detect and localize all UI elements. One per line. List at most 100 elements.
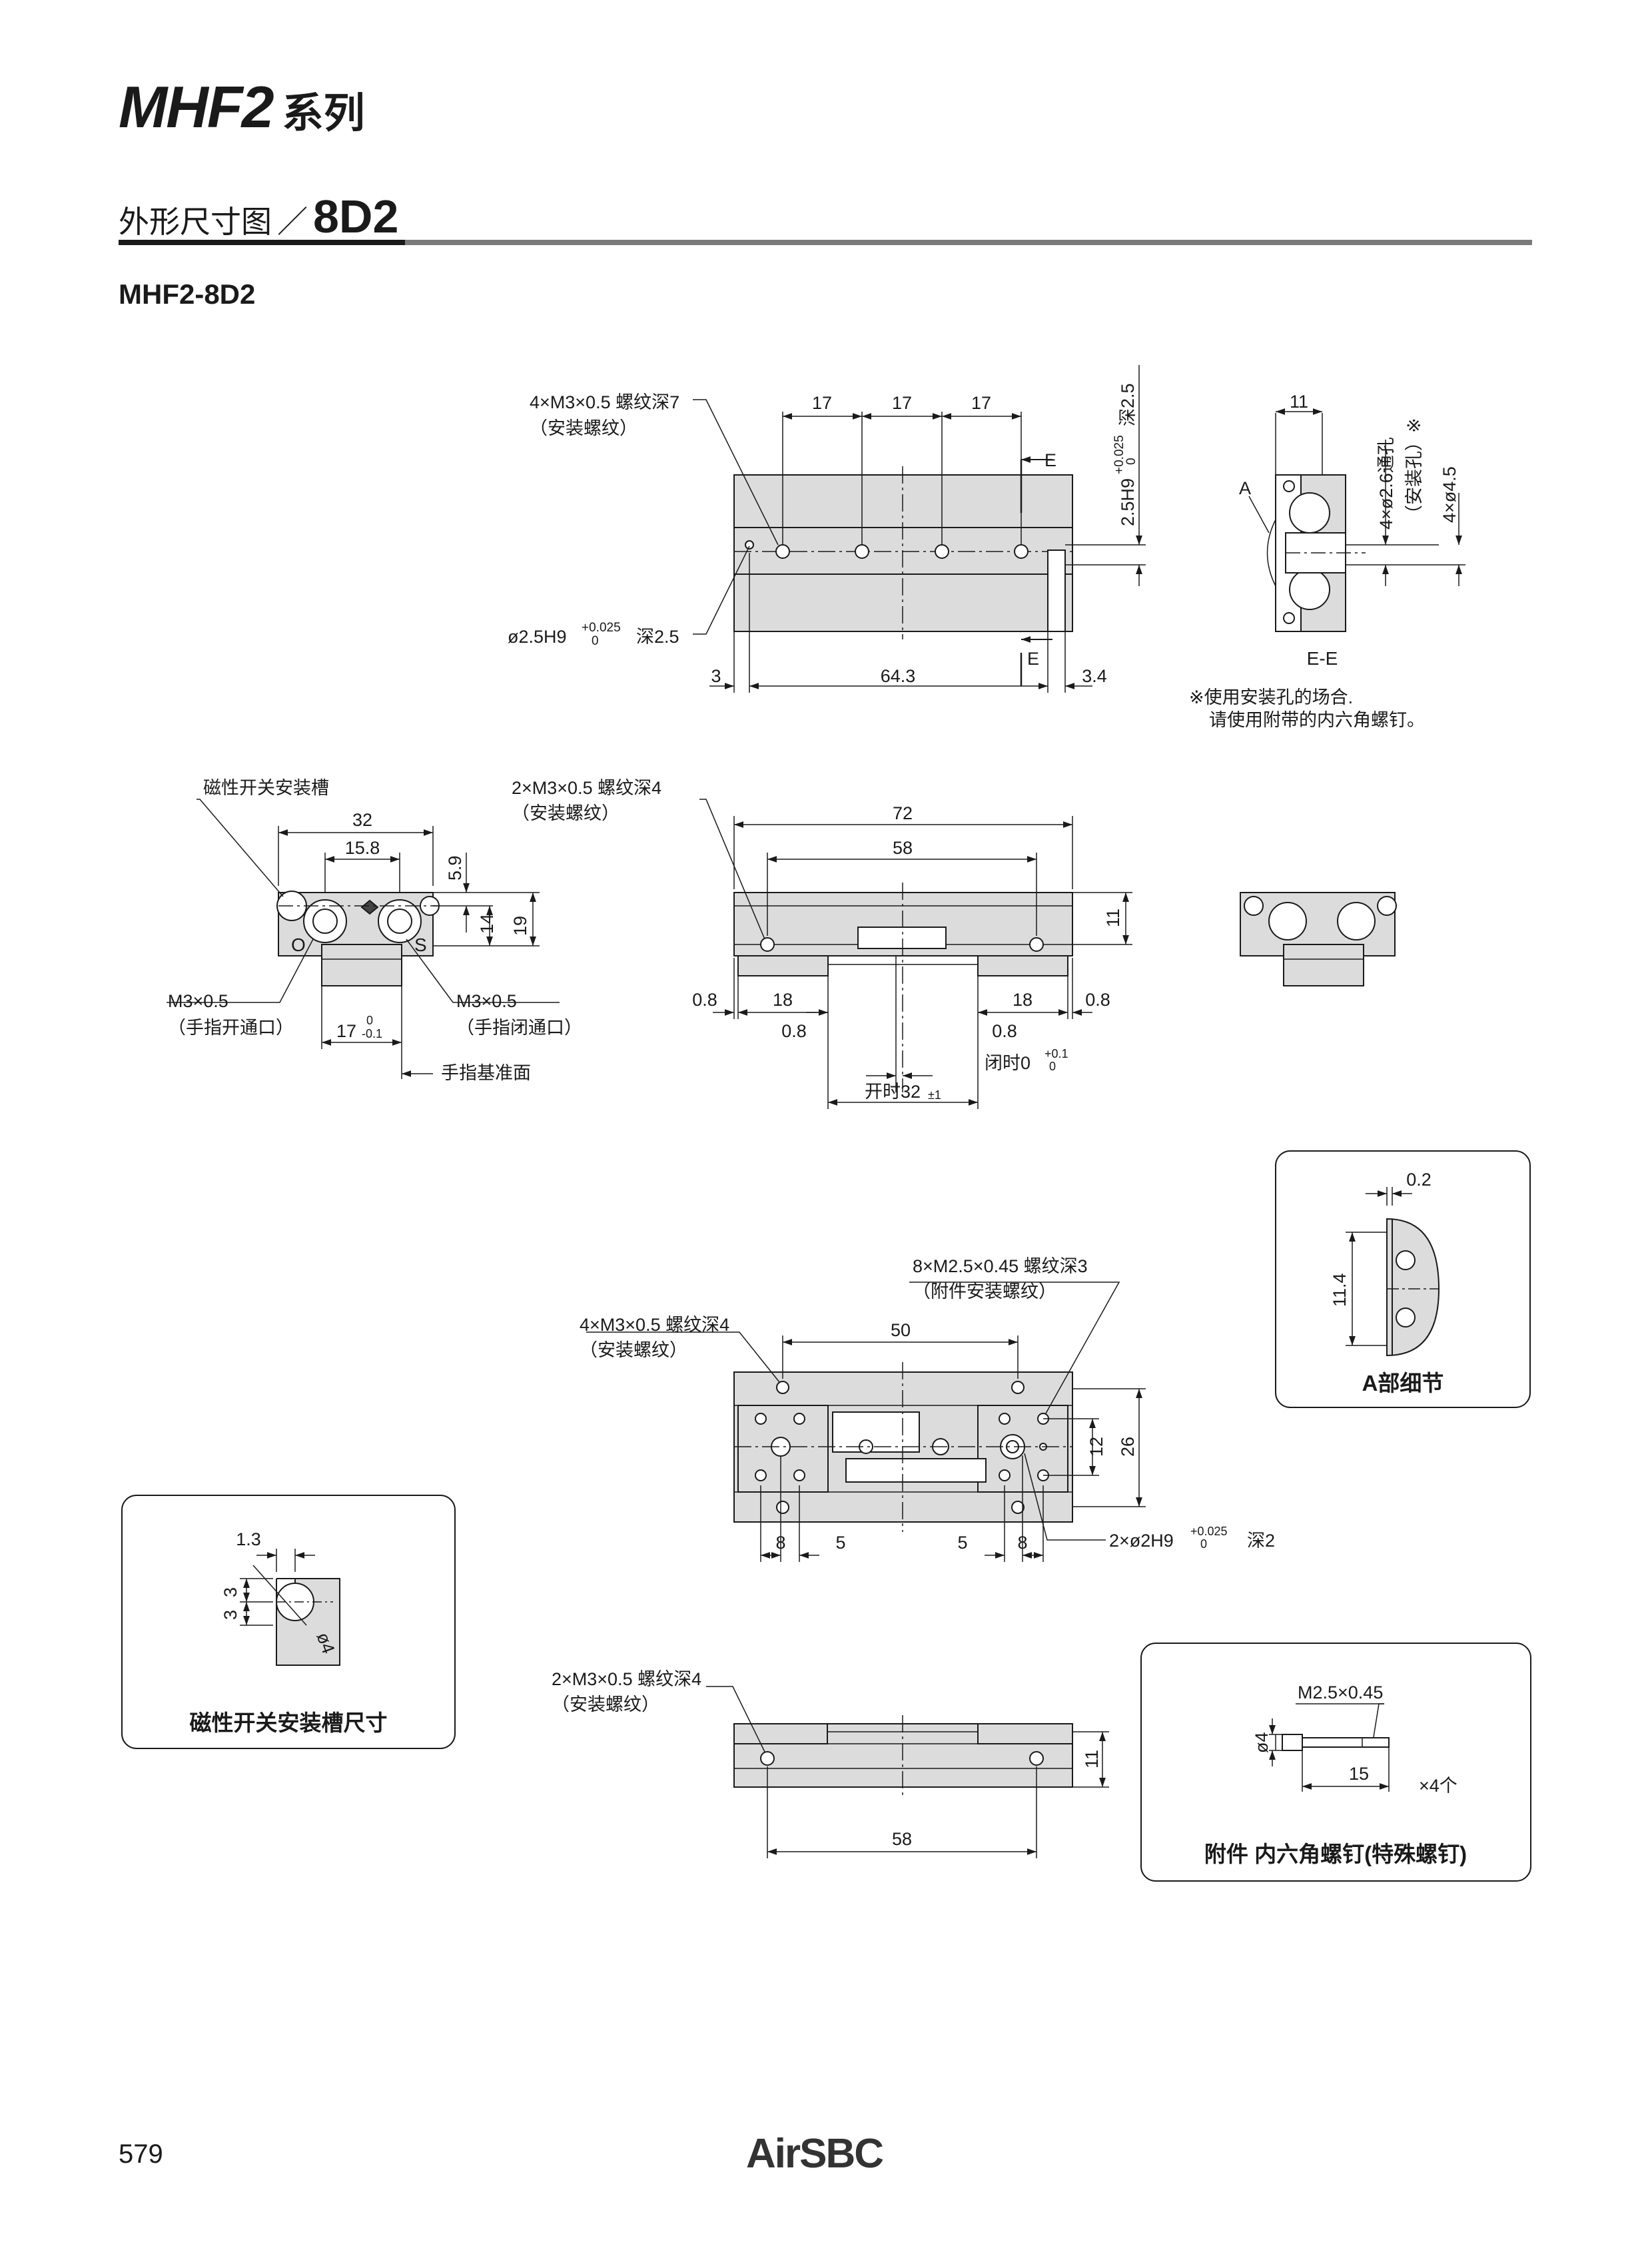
mounting-hole [855,544,869,559]
end-dim-15-8: 15.8 [345,838,380,858]
section-mark-bottom: E [1027,649,1039,669]
side-dim-58: 58 [892,1829,912,1849]
end-dim-17: 17 [336,1021,356,1041]
svg-text:2.5H9: 2.5H9 [1118,478,1138,526]
section-ee-caption: E-E [1307,648,1338,669]
screw-caption: 附件 内六角螺钉(特殊螺钉) [1204,1842,1467,1866]
section-ee-width: 11 [1290,392,1308,412]
front-view [699,799,1132,1109]
section-mark-top: E [1044,450,1056,470]
screw-detail-box [1140,1643,1531,1882]
mounting-hole [775,544,790,559]
section-code: 8D2 [313,190,399,242]
svg-text:0: 0 [1124,458,1138,465]
detail-a-dim-11-4: 11.4 [1330,1273,1350,1307]
mounting-hole [935,544,949,559]
series-title: MHF2 系列 [119,73,365,147]
end-view-left [167,799,560,1079]
side-dim-11: 11 [1082,1750,1102,1768]
top-thread-note: （安装螺纹） [530,418,637,438]
top-dim-center: 64.3 [881,666,916,686]
side-thread-callout: 2×M3×0.5 螺纹深4 [552,1669,701,1689]
port-letter-close: S [414,934,427,955]
bottom-pin-tol-zero: 0 [1200,1537,1207,1551]
end-dim-17-tol-lower: -0.1 [362,1027,382,1040]
finger-datum-label: 手指基准面 [441,1063,531,1083]
front-dim-18-a: 18 [773,990,793,1010]
screw-thread: M2.5×0.45 [1298,1682,1383,1702]
top-dim-right: 3.4 [1082,666,1107,686]
end-dim-19: 19 [510,916,530,936]
bottom-m3-callout: 4×M3×0.5 螺纹深4 [580,1315,729,1335]
screw-diameter: ø4 [1252,1732,1272,1753]
top-left-pin-tol-zero: 0 [592,634,599,648]
section-rule [119,240,1532,245]
detail-a-pointer-label: A [1239,478,1251,498]
bottom-dim-12: 12 [1086,1437,1106,1457]
port-letter-open: O [291,934,306,955]
side-thread-note: （安装螺纹） [552,1694,659,1714]
bottom-m25-callout: 8×M2.5×0.45 螺纹深3 [913,1256,1088,1276]
end-dim-5-9: 5.9 [445,855,465,881]
section-ee-note-2: 请使用附带的内六角螺钉。 [1209,710,1425,730]
bottom-dim-26: 26 [1118,1437,1138,1457]
port-open-label: M3×0.5 [168,991,228,1011]
section-ee-view [1248,408,1465,632]
front-thread-note: （安装螺纹） [512,803,620,823]
front-dim-0-8-a: 0.8 [692,990,717,1010]
slot-dim-3-a: 3 [220,1587,240,1597]
section-ee-through-hole-note: （安装孔）※ [1404,418,1424,523]
top-left-pin-tol-plus: +0.025 [582,621,621,635]
detail-a-dim-0-2: 0.2 [1406,1170,1432,1190]
section-heading: 外形尺寸图 ／ 8D2 [119,190,398,243]
front-dim-0-8-b: 0.8 [1085,990,1110,1010]
bottom-pin-tol-plus: +0.025 [1190,1525,1228,1538]
model-heading: MHF2-8D2 [119,278,256,310]
bottom-pin-depth: 深2 [1247,1531,1275,1551]
top-pitch-1: 17 [812,393,832,413]
slot-detail-caption: 磁性开关安装槽尺寸 [190,1710,388,1735]
mounting-hole [1014,544,1029,559]
front-dim-58: 58 [893,838,913,858]
closed-stroke-tol-plus: +0.1 [1044,1047,1068,1060]
slot-dim-1-3: 1.3 [236,1529,261,1549]
top-right-pin-dim: 2.5H9 +0.025 0 深2.5 [1112,383,1138,526]
svg-text:+0.025: +0.025 [1112,435,1126,474]
section-slash-divider: ／ [277,204,308,239]
end-dim-32: 32 [352,810,372,830]
bottom-view [586,1282,1146,1562]
section-ee-counterbore: 4×ø4.5 [1440,466,1459,523]
screw-length: 15 [1349,1764,1369,1784]
port-close-label: M3×0.5 [456,991,517,1011]
open-stroke-tol: ±1 [928,1088,941,1102]
pin-hole [745,540,754,550]
bottom-m25-note: （附件安装螺纹） [913,1282,1056,1302]
bottom-dim-5-right: 5 [957,1533,967,1553]
end-dim-14: 14 [477,914,497,934]
detail-a-caption: A部细节 [1362,1371,1444,1395]
brand-logo: AirSBC [746,2131,884,2177]
port-open-note: （手指开通口） [168,1018,294,1038]
end-dim-17-tol-upper: 0 [366,1014,373,1027]
closed-stroke-tol-zero: 0 [1049,1060,1056,1073]
section-ee-through-hole: 4×ø2.6通孔 [1376,437,1396,530]
end-view-right [1240,892,1397,986]
section-label: 外形尺寸图 [119,204,272,239]
section-ee-note-1: ※使用安装孔的场合. [1189,687,1353,707]
bottom-dim-50: 50 [891,1320,911,1340]
front-dim-0-8-d: 0.8 [992,1021,1017,1041]
bottom-dim-8-left: 8 [775,1533,785,1553]
bottom-pin-hole: 2×ø2H9 [1109,1531,1174,1551]
bottom-dim-5-left: 5 [835,1533,845,1553]
svg-text:深2.5: 深2.5 [1118,383,1138,426]
page-number: 579 [119,2139,163,2169]
front-dim-0-8-c: 0.8 [781,1021,807,1041]
top-pitch-2: 17 [892,393,912,413]
top-pitch-3: 17 [971,393,991,413]
closed-stroke-label: 闭时0 [985,1053,1031,1073]
side-view [706,1686,1109,1858]
series-model: MHF2 [119,74,274,140]
top-dim-left: 3 [711,666,721,686]
screw-quantity: ×4个 [1419,1776,1457,1796]
top-left-pin-dim: ø2.5H9 [508,627,567,647]
